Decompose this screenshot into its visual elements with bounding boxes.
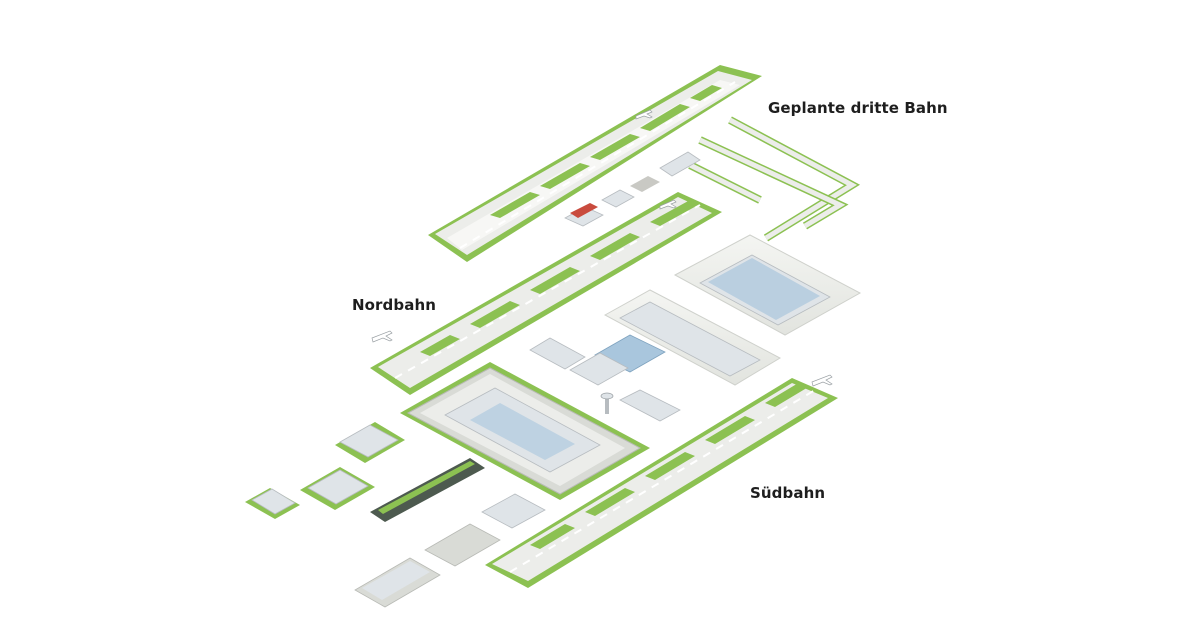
access-road	[370, 458, 485, 522]
south-runway-label: Südbahn	[750, 484, 826, 502]
hangars	[354, 493, 546, 608]
terminal-1	[529, 289, 782, 422]
third-runway-label: Geplante dritte Bahn	[768, 99, 948, 117]
fire-station-buildings	[564, 151, 701, 227]
control-tower	[600, 392, 614, 414]
aircraft	[371, 109, 833, 387]
terminal-2-apron	[673, 234, 862, 336]
south-runway	[485, 378, 838, 588]
north-runway	[370, 192, 722, 395]
third-runway-taxiway	[688, 116, 861, 242]
third-runway	[428, 65, 762, 262]
west-facilities	[245, 422, 405, 519]
north-runway-label: Nordbahn	[352, 296, 437, 314]
central-apron	[400, 362, 650, 500]
